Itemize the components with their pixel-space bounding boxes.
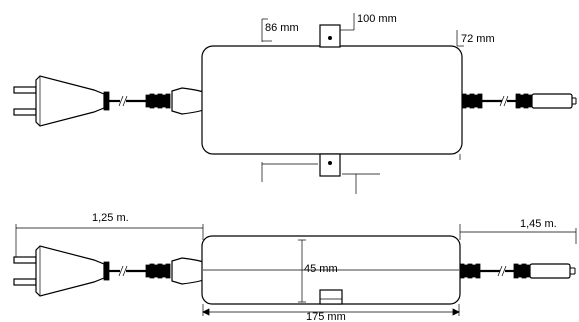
top-adapter-body: [201, 45, 463, 155]
top-view: 86 mm 100 mm 72 mm: [13, 13, 577, 194]
top-dimension-lines: [261, 13, 464, 194]
top-mounting-tab: [319, 24, 341, 48]
top-right-cable: [461, 93, 577, 109]
bottom-left-cable: [109, 257, 204, 285]
dim-45mm-label: 45 mm: [304, 263, 338, 275]
cable-right-length-label: 1,45 m.: [520, 218, 557, 230]
top-plug: [13, 75, 110, 127]
bottom-mounting-tab: [319, 153, 341, 177]
top-left-cable: [109, 87, 204, 115]
dim-175mm-label: 175 mm: [306, 311, 346, 322]
base-tab: [319, 289, 343, 305]
height-dimension: [298, 239, 306, 303]
dim-100mm-label: 100 mm: [357, 13, 397, 25]
bottom-plug: [13, 245, 110, 297]
bottom-view: 1,25 m. 1,45 m.: [13, 212, 577, 322]
dim-86mm-label: 86 mm: [265, 22, 299, 34]
bottom-right-cable: [459, 263, 576, 279]
cable-dimension-lines: [15, 224, 577, 258]
dim-72mm-label: 72 mm: [461, 33, 495, 45]
length-dimension: [202, 304, 460, 316]
cable-left-length-label: 1,25 m.: [92, 212, 129, 224]
